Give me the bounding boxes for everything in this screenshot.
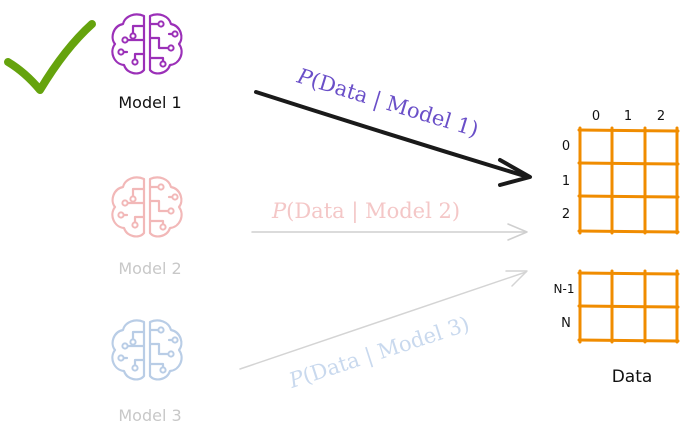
arrow-3-label: (Data | Model 3) bbox=[300, 312, 473, 390]
data-matrix-bottom bbox=[577, 269, 680, 344]
model-2-label: Model 2 bbox=[118, 259, 181, 278]
arrow-1-label: (Data | Model 1) bbox=[308, 68, 482, 143]
row-label: 0 bbox=[562, 139, 570, 154]
data-grid: 0 1 2 0 1 2 N-1 N Data bbox=[554, 109, 680, 387]
model-3-label: Model 3 bbox=[118, 406, 181, 425]
data-matrix-top bbox=[577, 126, 680, 235]
svg-text:P(Data | Model 1): P(Data | Model 1) bbox=[293, 64, 481, 143]
model-3: Model 3 bbox=[111, 319, 183, 425]
brain-icon bbox=[111, 13, 183, 75]
row-label: 2 bbox=[562, 207, 570, 222]
p-symbol: P bbox=[271, 199, 287, 223]
row-label: N bbox=[561, 316, 571, 331]
row-label: N-1 bbox=[554, 282, 575, 296]
column-label: 1 bbox=[624, 109, 632, 124]
brain-icon bbox=[111, 319, 183, 381]
column-label: 0 bbox=[592, 109, 600, 124]
model-1: Model 1 bbox=[111, 13, 183, 112]
row-label: 1 bbox=[562, 174, 570, 189]
svg-text:P(Data | Model 3): P(Data | Model 3) bbox=[285, 312, 473, 394]
svg-text:P(Data | Model 2): P(Data | Model 2) bbox=[271, 199, 460, 224]
model-2: Model 2 bbox=[111, 176, 183, 278]
brain-icon bbox=[111, 176, 183, 238]
model-1-label: Model 1 bbox=[118, 93, 181, 112]
arrow-2-label: (Data | Model 2) bbox=[286, 199, 460, 224]
data-title: Data bbox=[612, 367, 653, 387]
arrow-model-1: P(Data | Model 1) bbox=[254, 64, 532, 187]
column-label: 2 bbox=[657, 109, 665, 124]
checkmark-icon bbox=[4, 20, 96, 94]
arrow-model-3: P(Data | Model 3) bbox=[239, 270, 528, 394]
arrow-model-2: P(Data | Model 2) bbox=[251, 199, 528, 241]
